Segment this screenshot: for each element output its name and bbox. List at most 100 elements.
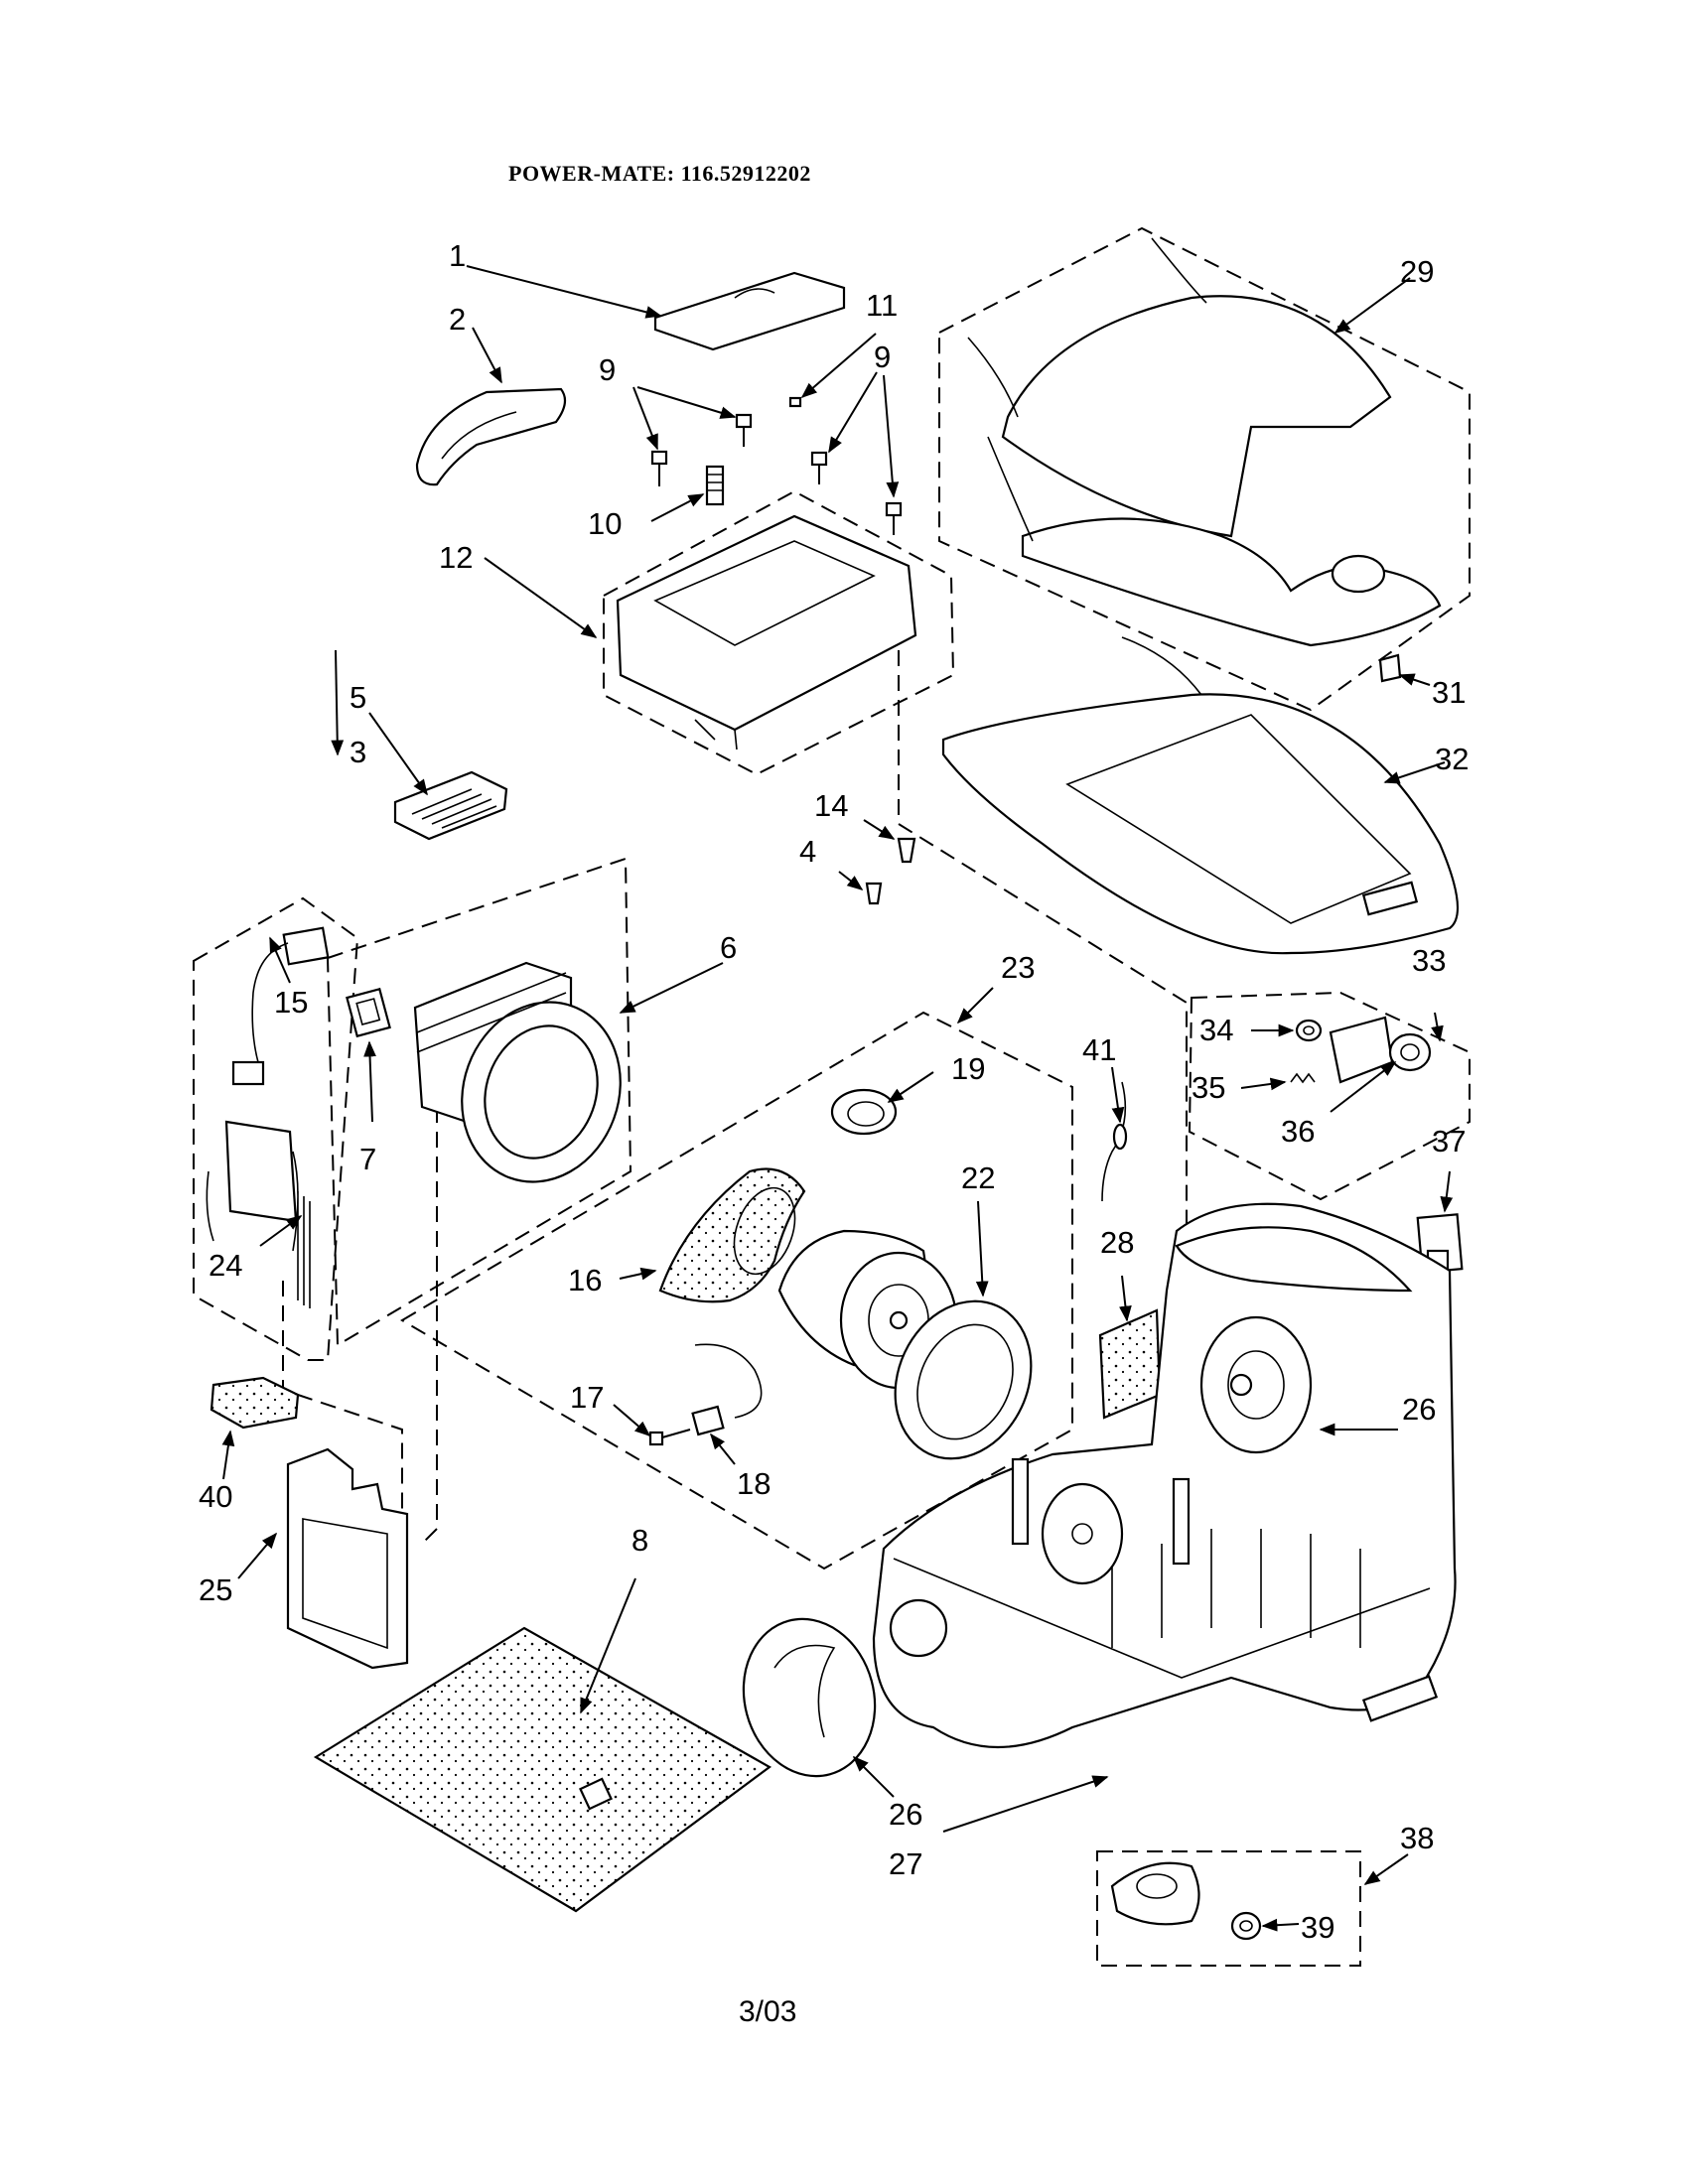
callout-19: 19 [951, 1051, 985, 1086]
leader-36 [1330, 1061, 1397, 1113]
leader-18 [710, 1433, 736, 1465]
leader-19 [887, 1071, 934, 1103]
callout-24: 24 [209, 1248, 242, 1283]
leader-40 [221, 1430, 235, 1480]
callout-18: 18 [737, 1466, 771, 1501]
part-36-latch-arm [1329, 1016, 1432, 1084]
callout-38: 38 [1400, 1821, 1434, 1855]
part-41-cord-clip [1101, 1081, 1128, 1202]
part-31-latch [1378, 653, 1402, 683]
callout-28: 28 [1100, 1225, 1134, 1260]
leader-7 [363, 1040, 376, 1123]
leader-41 [1111, 1066, 1125, 1124]
callout-26b: 26 [1402, 1392, 1436, 1427]
leader-38 [1363, 1853, 1409, 1885]
leader-12 [484, 557, 598, 638]
leader-32 [1383, 761, 1446, 784]
callout-14: 14 [814, 788, 848, 823]
group-outline-29 [938, 226, 1471, 712]
leader-2 [472, 327, 502, 384]
part-39-caster-wheel [1230, 1911, 1262, 1941]
callout-10: 10 [588, 506, 622, 541]
callout-35: 35 [1192, 1070, 1225, 1105]
part-35-spring [1290, 1072, 1316, 1084]
part-7-bracket [346, 987, 391, 1038]
leader-8 [580, 1577, 636, 1714]
callout-4: 4 [799, 834, 816, 869]
leader-23 [956, 987, 994, 1024]
callout-36: 36 [1281, 1114, 1315, 1149]
callout-16: 16 [568, 1263, 602, 1297]
part-40-foam-filter [210, 1376, 300, 1430]
callout-27: 27 [889, 1846, 922, 1881]
callout-32: 32 [1435, 742, 1469, 776]
part-24-circuit-board [206, 1120, 311, 1308]
leader-35 [1240, 1077, 1287, 1091]
part-18-switch [691, 1405, 725, 1436]
part-16-motor-gasket [658, 1167, 806, 1303]
callout-26a: 26 [889, 1797, 922, 1832]
callout-6: 6 [720, 930, 737, 965]
part-11-small-pad [788, 396, 802, 408]
leader-15 [269, 936, 291, 984]
part-5-exhaust-filter [393, 770, 508, 841]
part-27-canister-base [872, 1202, 1457, 1748]
group-outline-38 [1096, 1850, 1361, 1967]
part-19-motor-fitting [830, 1088, 898, 1136]
leader-22 [975, 1200, 989, 1297]
leader-26a [852, 1755, 895, 1798]
leader-10 [650, 493, 705, 522]
leader-1 [466, 265, 662, 319]
leader-14 [863, 819, 896, 840]
leader-6 [619, 962, 724, 1014]
callout-37: 37 [1432, 1124, 1466, 1159]
part-12-top-housing [616, 514, 917, 751]
callout-33: 33 [1412, 943, 1446, 978]
group-outline-23 [400, 1011, 1073, 1570]
group-outline-6 [326, 857, 632, 1347]
leader-17 [613, 1404, 651, 1437]
callout-8: 8 [632, 1523, 648, 1558]
leader-37 [1440, 1170, 1454, 1213]
callout-17: 17 [570, 1380, 604, 1415]
part-34-washer [1295, 1019, 1323, 1042]
callout-23: 23 [1001, 950, 1035, 985]
part-32-bag-tray [941, 636, 1460, 955]
callout-41: 41 [1082, 1032, 1116, 1067]
leader-9a-1 [632, 386, 658, 451]
part-10-spring [705, 465, 725, 506]
leader-33 [1431, 1012, 1444, 1042]
callout-29: 29 [1400, 254, 1434, 289]
callout-22: 22 [961, 1160, 995, 1195]
page-title: POWER-MATE: 116.52912202 [508, 161, 811, 186]
alignment-line-6-to-25 [421, 1082, 438, 1545]
part-1-cover-door [653, 271, 846, 351]
leader-28 [1119, 1275, 1132, 1322]
callout-31: 31 [1432, 675, 1466, 710]
callout-1: 1 [449, 238, 466, 273]
group-outline-33 [1188, 991, 1471, 1201]
part-9-screw-c [810, 451, 828, 484]
callout-3: 3 [350, 735, 366, 769]
leader-9a-2 [636, 386, 737, 419]
part-9-screw-d [885, 501, 903, 535]
callout-40: 40 [199, 1479, 232, 1514]
leader-29 [1333, 277, 1411, 334]
callout-9b: 9 [874, 340, 891, 374]
page-footer-date: 3/03 [739, 1995, 797, 2028]
leader-31 [1398, 673, 1431, 686]
callout-12: 12 [439, 540, 473, 575]
callout-34: 34 [1199, 1013, 1233, 1047]
part-8-dust-bag [313, 1626, 772, 1913]
part-6-filter-housing [413, 961, 622, 1183]
part-22-motor-ring [894, 1299, 1033, 1460]
leader-9b-1 [828, 371, 878, 454]
callout-5: 5 [350, 680, 366, 715]
callout-2: 2 [449, 302, 466, 337]
callout-9a: 9 [599, 352, 616, 387]
leader-4 [838, 871, 864, 890]
leader-16 [619, 1267, 657, 1281]
leader-24 [259, 1215, 303, 1247]
part-14-wire-nut [897, 837, 916, 864]
